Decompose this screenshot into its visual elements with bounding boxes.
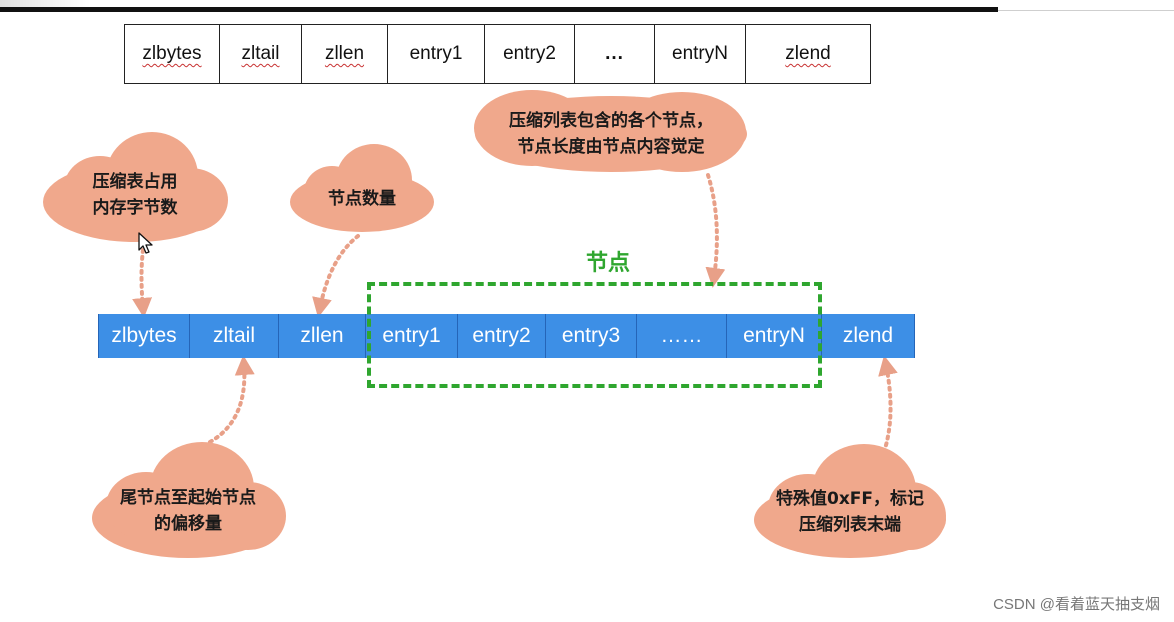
arrow-zllen <box>312 234 360 318</box>
callout-entries-text: 压缩列表包含的各个节点，节点长度由节点内容觉定 <box>509 111 713 157</box>
table-cell-entryN: entryN <box>655 25 746 83</box>
bar-cell-ellipsis: …… <box>637 314 727 358</box>
arrow-zlbytes <box>132 248 153 318</box>
header-fade <box>0 0 90 8</box>
entries-group-box <box>367 282 822 388</box>
top-divider-line <box>998 10 1174 11</box>
callout-zllen-text: 节点数量 <box>328 189 396 209</box>
table-cell-entry2: entry2 <box>485 25 575 83</box>
table-cell-zlbytes: zlbytes <box>125 25 220 83</box>
cloud-shape <box>290 144 434 232</box>
arrow-zlend <box>878 355 898 454</box>
callout-zlbytes: 压缩表占用内存字节数 <box>40 130 230 245</box>
table-cell-zltail: zltail <box>220 25 302 83</box>
cloud-shape <box>92 442 286 558</box>
mouse-cursor-icon <box>138 232 153 254</box>
cloud-shape <box>474 90 747 172</box>
table-cell-zlend: zlend <box>785 43 831 64</box>
ziplist-bar: zlbytes zltail zllen entry1 entry2 entry… <box>98 314 915 358</box>
callout-entries: 压缩列表包含的各个节点，节点长度由节点内容觉定 <box>472 88 750 176</box>
watermark: CSDN @看着蓝天抽支烟 <box>993 596 1160 613</box>
callout-zlend-text: 特殊值0xFF，标记压缩列表末端 <box>775 489 925 535</box>
callout-zltail: 尾节点至起始节点的偏移量 <box>90 440 286 560</box>
callout-zltail-text: 尾节点至起始节点的偏移量 <box>120 488 256 534</box>
table-cell-entry1: entry1 <box>388 25 485 83</box>
bar-cell-entryN: entryN <box>727 314 822 358</box>
bar-cell-entry2: entry2 <box>458 314 546 358</box>
bar-cell-zltail: zltail <box>190 314 279 358</box>
table-cell-ellipsis: ... <box>575 25 655 83</box>
arrow-zltail <box>208 355 255 444</box>
cloud-shape <box>43 132 228 242</box>
ziplist-layout-table: zlbytes zltail zllen entry1 entry2 ... e… <box>124 24 871 84</box>
bar-cell-entry3: entry3 <box>546 314 637 358</box>
bar-cell-entry1: entry1 <box>366 314 458 358</box>
arrow-entries <box>705 173 726 288</box>
callout-zlend: 特殊值0xFF，标记压缩列表末端 <box>752 442 948 560</box>
callout-zlbytes-text: 压缩表占用内存字节数 <box>92 171 178 218</box>
cloud-shape <box>754 444 946 558</box>
bar-cell-zlend: zlend <box>822 314 915 358</box>
callout-zllen: 节点数量 <box>288 142 436 234</box>
table-cell-zllen: zllen <box>302 25 388 83</box>
bar-cell-zllen: zllen <box>279 314 366 358</box>
top-divider-bar <box>0 7 998 12</box>
bar-cell-zlbytes: zlbytes <box>98 314 190 358</box>
entries-group-label: 节点 <box>586 251 631 276</box>
